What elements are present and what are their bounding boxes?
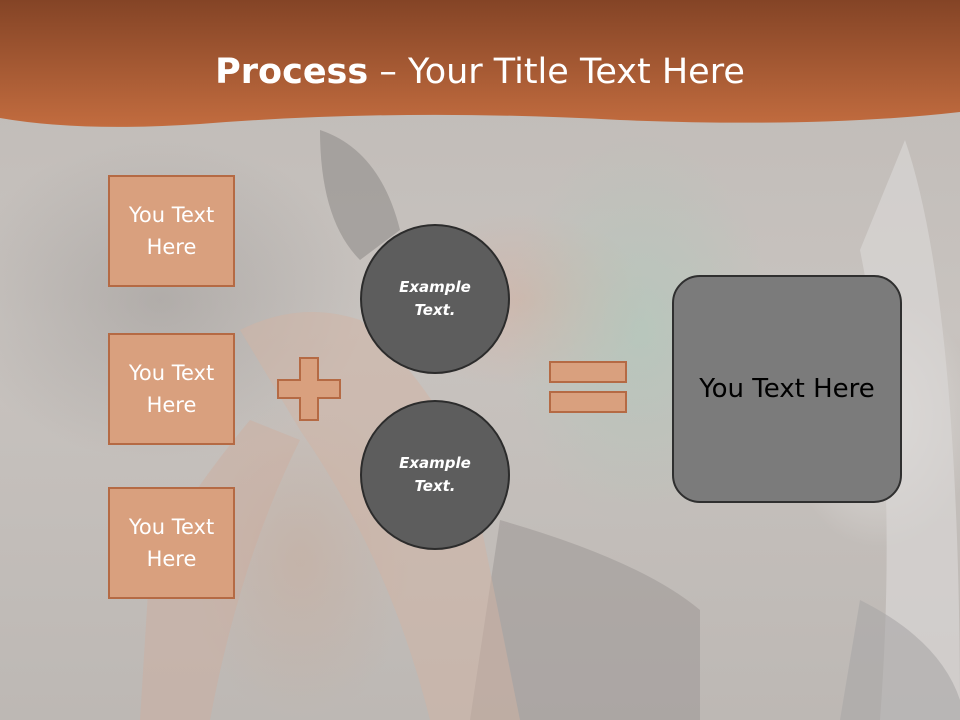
input-box-3-line1: You Text <box>128 515 215 539</box>
example-circle-2-line1: Example <box>399 454 471 472</box>
title-banner <box>0 0 960 127</box>
plus-icon <box>277 357 341 421</box>
slide-title-rest: – Your Title Text Here <box>368 52 745 92</box>
input-box-2-line2: Here <box>146 393 197 417</box>
example-circle-2-line2: Text. <box>414 477 456 495</box>
example-circle-1-line2: Text. <box>414 301 456 319</box>
equals-icon <box>549 361 627 413</box>
result-box: You Text Here <box>672 275 902 503</box>
example-circle-1-line1: Example <box>399 278 471 296</box>
input-box-2-line1: You Text <box>128 361 215 385</box>
slide-title: Process – Your Title Text Here <box>0 52 960 92</box>
input-box-1-line2: Here <box>146 235 197 259</box>
input-box-3-line2: Here <box>146 547 197 571</box>
slide-title-bold: Process <box>215 52 369 92</box>
result-text: You Text Here <box>699 374 875 404</box>
input-box-1-line1: You Text <box>128 203 215 227</box>
